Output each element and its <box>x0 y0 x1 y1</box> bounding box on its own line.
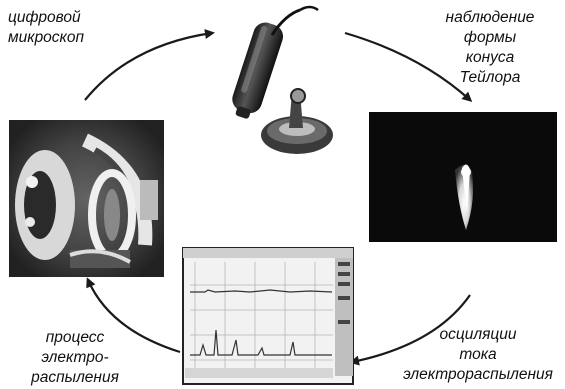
label-line: микроскоп <box>8 28 84 48</box>
label-line: процесс <box>20 328 130 348</box>
oscillogram-image <box>183 248 353 384</box>
label-electrospray-process: процесс электро- распыления <box>20 328 130 388</box>
label-line: конуса <box>420 48 560 68</box>
label-line: электро- <box>20 348 130 368</box>
process-image <box>9 120 164 277</box>
taylor-cone-image <box>369 112 557 242</box>
label-line: цифровой <box>8 8 84 28</box>
label-line: наблюдение <box>420 8 560 28</box>
label-line: распыления <box>20 368 130 388</box>
label-current-oscillations: осциляции тока электрораспыления <box>394 325 562 385</box>
label-line: осциляции <box>394 325 562 345</box>
label-line: Тейлора <box>420 68 560 88</box>
microscope-image <box>227 7 333 154</box>
label-taylor-cone: наблюдение формы конуса Тейлора <box>420 8 560 88</box>
label-line: тока <box>394 345 562 365</box>
label-line: формы <box>420 28 560 48</box>
label-digital-microscope: цифровой микроскоп <box>8 8 84 48</box>
arrow-top-left <box>85 33 212 100</box>
label-line: электрораспыления <box>394 365 562 385</box>
